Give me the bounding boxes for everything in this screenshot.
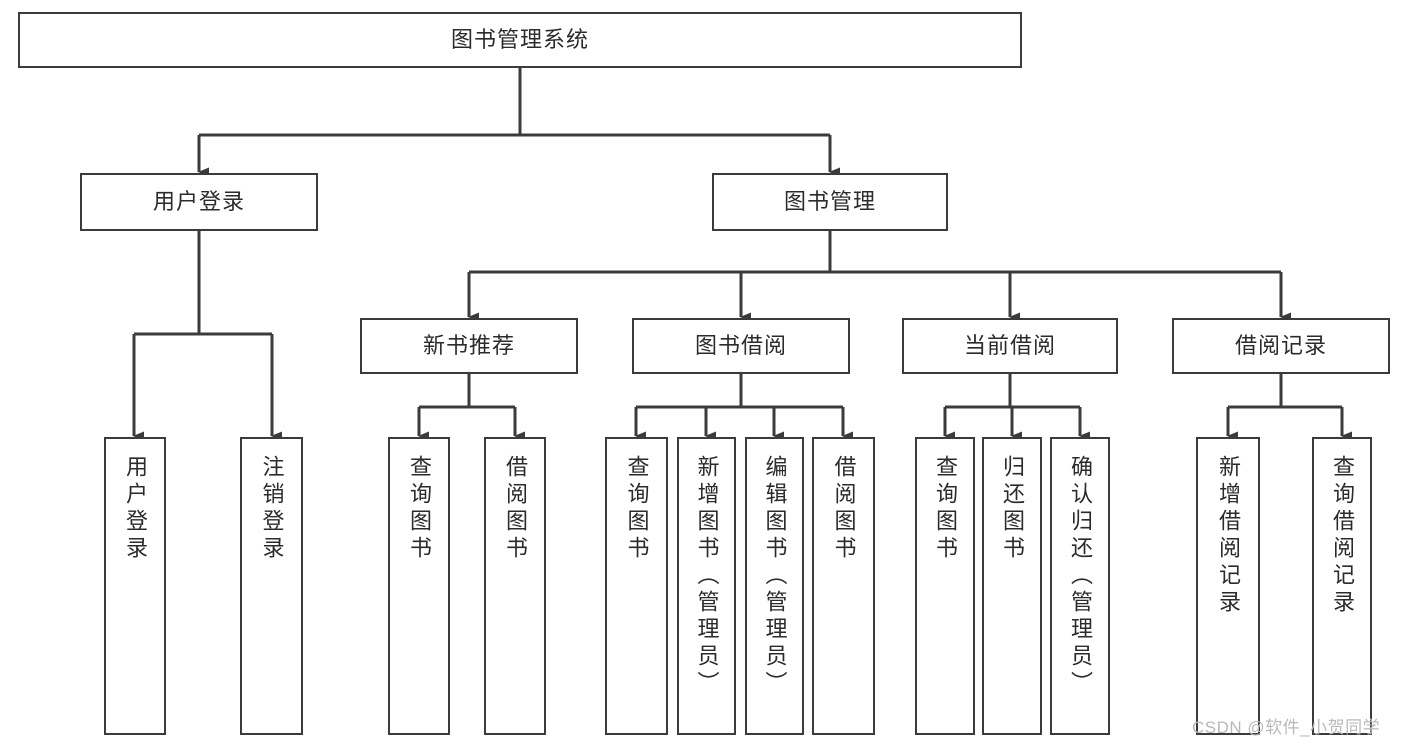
node-root-system-label: 图书管理系统 [450,26,589,52]
node-current-borrow-label: 当前借阅 [963,332,1056,358]
node-book-borrow-label: 图书借阅 [694,332,787,358]
node-leaf-user-logout-label: 注销登录 [259,455,285,563]
node-leaf-query-book-2[interactable]: 查询图书 [605,437,668,735]
node-current-borrow[interactable]: 当前借阅 [902,318,1118,374]
node-book-manage[interactable]: 图书管理 [712,173,948,231]
node-leaf-return-book[interactable]: 归还图书 [982,437,1042,735]
node-leaf-user-login-label: 用户登录 [123,455,148,563]
node-leaf-borrow-book-1-label: 借阅图书 [503,455,528,563]
node-user-login[interactable]: 用户登录 [80,173,318,231]
node-borrow-record[interactable]: 借阅记录 [1172,318,1390,374]
node-new-book-recommend-label: 新书推荐 [422,332,515,358]
node-root-system[interactable]: 图书管理系统 [18,12,1022,68]
node-leaf-query-book-3[interactable]: 查询图书 [915,437,975,735]
node-leaf-borrow-book-2-label: 借阅图书 [831,455,857,563]
node-leaf-add-book-admin[interactable]: 新增图书（管理员） [677,437,736,735]
node-new-book-recommend[interactable]: 新书推荐 [360,318,578,374]
node-book-manage-label: 图书管理 [783,188,876,214]
node-book-borrow[interactable]: 图书借阅 [632,318,850,374]
node-leaf-edit-book-admin[interactable]: 编辑图书（管理员） [745,437,804,735]
node-leaf-query-borrow-record-label: 查询借阅记录 [1330,455,1355,617]
node-leaf-confirm-return-admin-label: 确认归还（管理员） [1068,455,1093,698]
node-leaf-query-book-1-label: 查询图书 [407,455,432,563]
node-user-login-label: 用户登录 [152,188,245,214]
node-leaf-query-book-3-label: 查询图书 [933,455,958,563]
node-borrow-record-label: 借阅记录 [1234,332,1327,358]
node-leaf-user-logout[interactable]: 注销登录 [240,437,303,735]
node-leaf-user-login[interactable]: 用户登录 [104,437,166,735]
connector-lines [132,68,1352,441]
node-leaf-confirm-return-admin[interactable]: 确认归还（管理员） [1050,437,1110,735]
node-leaf-add-book-admin-label: 新增图书（管理员） [694,455,720,698]
node-leaf-query-borrow-record[interactable]: 查询借阅记录 [1312,437,1372,735]
node-leaf-borrow-book-2[interactable]: 借阅图书 [812,437,875,735]
node-leaf-edit-book-admin-label: 编辑图书（管理员） [762,455,788,698]
node-leaf-query-book-2-label: 查询图书 [624,455,650,563]
node-leaf-add-borrow-record-label: 新增借阅记录 [1216,455,1241,617]
node-leaf-return-book-label: 归还图书 [1000,455,1025,563]
node-leaf-add-borrow-record[interactable]: 新增借阅记录 [1196,437,1260,735]
node-leaf-borrow-book-1[interactable]: 借阅图书 [484,437,546,735]
node-leaf-query-book-1[interactable]: 查询图书 [388,437,450,735]
